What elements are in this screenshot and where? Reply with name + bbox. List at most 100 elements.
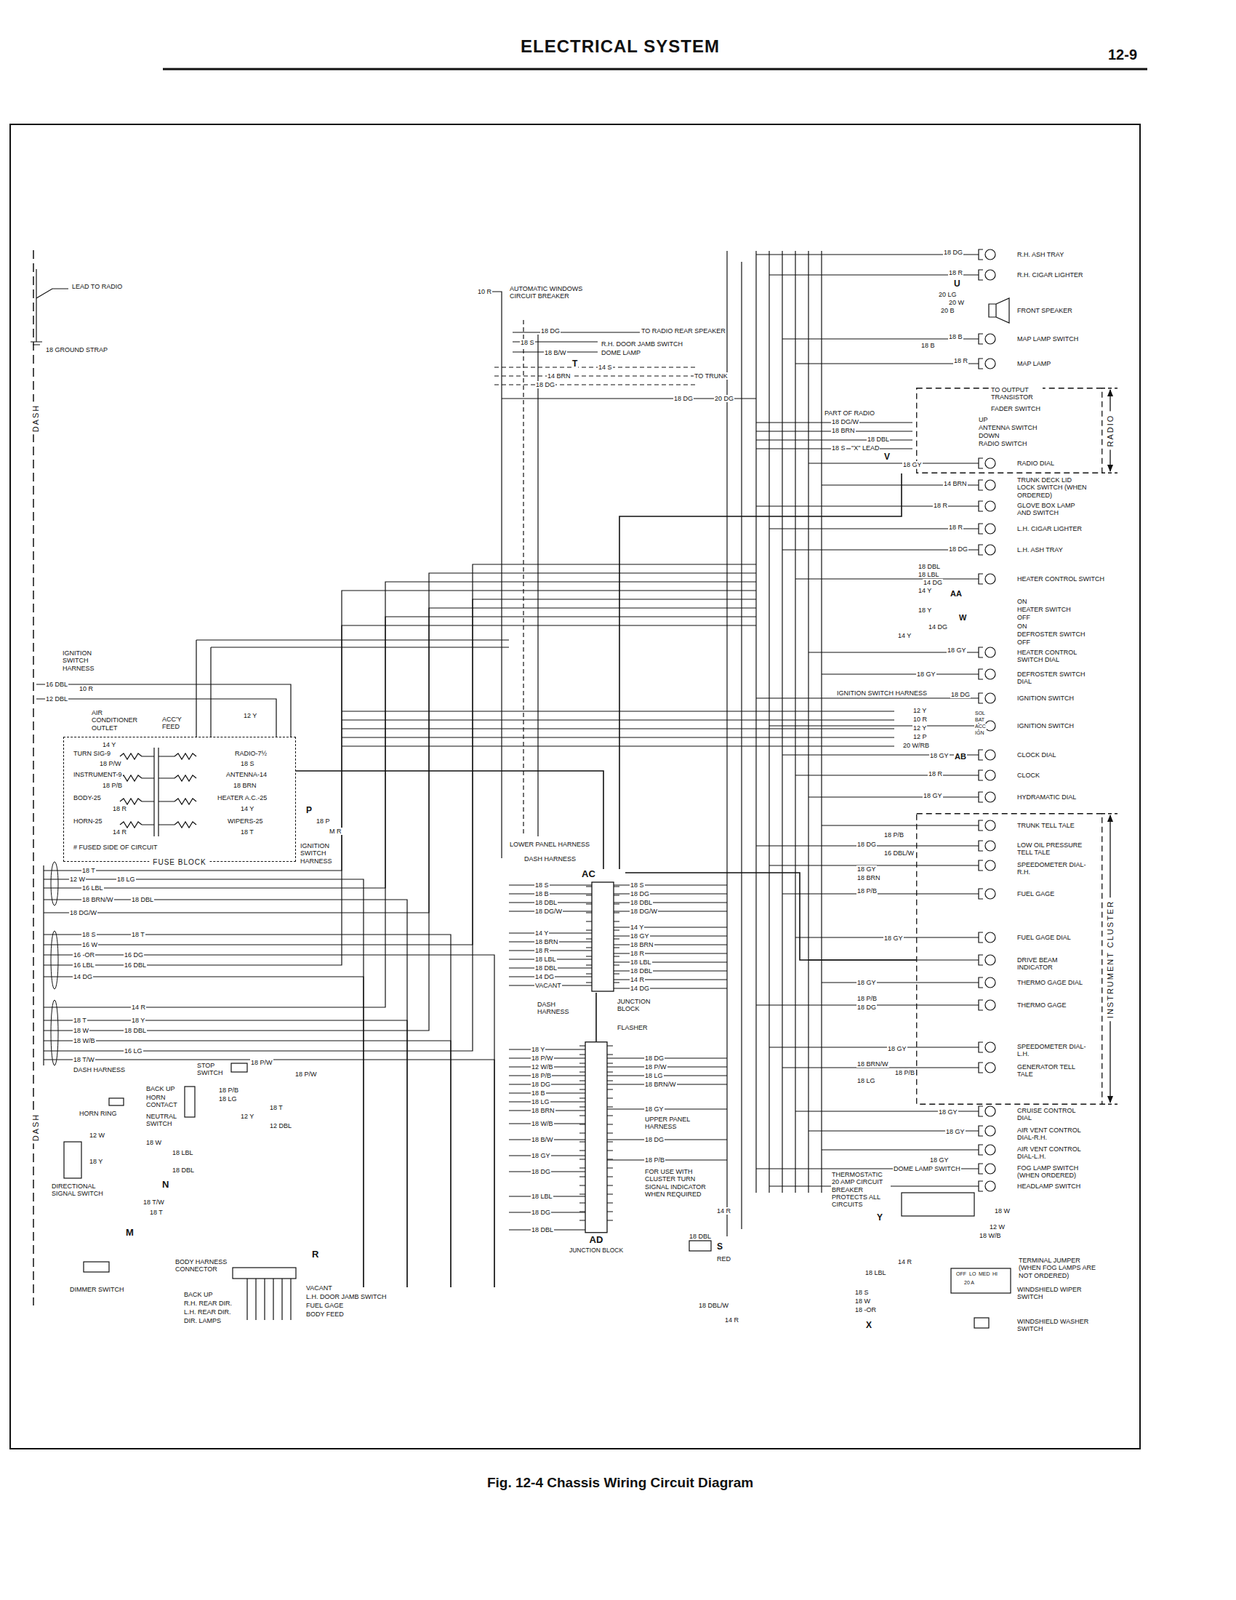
wire-label: 18 S <box>629 881 645 889</box>
lamp-symbol <box>985 820 996 831</box>
wire-label: 18 DG <box>644 1054 665 1062</box>
wire-label: 18 GY <box>629 932 650 940</box>
wire-line <box>768 250 770 1193</box>
wire-label: 14 Y <box>629 923 645 931</box>
lamp-symbol <box>985 1125 996 1136</box>
wire-label: 16 DBL <box>45 680 69 688</box>
wire-label: VACANT <box>534 981 563 989</box>
wire-label: DASH HARNESS <box>72 1065 126 1074</box>
wire-label: FOG LAMP SWITCH (WHEN ORDERED) <box>1016 1164 1091 1180</box>
wire-line <box>43 1020 408 1287</box>
junction-pin <box>586 903 620 905</box>
junction-pin <box>579 1176 613 1178</box>
wire-label: 18 T <box>130 930 146 938</box>
wire-label: DASH HARNESS <box>536 1000 575 1016</box>
wire-label: ON <box>1016 597 1029 605</box>
wire-label: 18 DG <box>535 380 556 389</box>
wire-label: 18 LG <box>530 1097 551 1106</box>
lamp-symbol <box>985 358 996 369</box>
lamp-socket <box>978 977 983 988</box>
wire-label: GENERATOR TELL TALE <box>1016 1062 1091 1079</box>
wire-line <box>43 976 364 1287</box>
wire-label: TO OUTPUT TRANSISTOR <box>990 386 1043 402</box>
junction-pin <box>586 973 620 975</box>
wire-label: 18 GY <box>887 1044 908 1053</box>
wire-label: RADIO SWITCH <box>977 439 1029 448</box>
lamp-symbol <box>985 544 996 555</box>
junction-pin <box>586 912 620 914</box>
lamp-socket <box>978 333 983 344</box>
junction-pin <box>579 1045 613 1047</box>
wire-label: 14 Y <box>897 631 912 640</box>
wire-label: 18 S <box>534 881 550 889</box>
horn-ring-symbol <box>109 1097 124 1106</box>
wire-label: HORN-25 <box>72 817 104 825</box>
wire-label: 18 DG <box>540 327 561 335</box>
wire-label: THERMOSTATIC 20 AMP CIRCUIT BREAKER PROT… <box>831 1170 891 1209</box>
wire-label: 14 R <box>629 975 645 983</box>
wire-label: L.H. DOOR JAMB SWITCH <box>305 1292 388 1300</box>
lamp-symbol <box>985 269 996 280</box>
bracket-arrow <box>1107 464 1114 472</box>
wire-label: 18 LBL <box>629 958 653 966</box>
wire-label: 18 P/B <box>644 1156 666 1164</box>
lamp-socket <box>978 1041 983 1053</box>
junction-block-body <box>591 881 614 991</box>
wire-line <box>607 1057 728 1058</box>
junction-pin <box>579 1193 613 1195</box>
wire-line <box>781 250 783 1193</box>
wire-label: 14 S <box>597 363 613 371</box>
wire-label: CLOCK <box>1016 771 1041 779</box>
wire-label: 18 P/W <box>530 1054 555 1062</box>
wire-label: 14 Y <box>239 804 255 813</box>
wire-label: 10 R <box>476 287 493 296</box>
wire-line <box>341 710 895 712</box>
wire-label: 18 LBL <box>171 1148 195 1157</box>
wire-label: 18 W <box>72 1026 90 1034</box>
wire-label: 18 P <box>315 817 331 825</box>
wire-label: 16 DBL/W <box>883 849 915 857</box>
wire-label: 18 DG/W <box>629 907 658 915</box>
lamp-symbol <box>985 500 996 512</box>
junction-block: AC <box>581 868 626 993</box>
wire-label: 20 B <box>940 306 956 315</box>
wire-label: 12 W <box>988 1222 1006 1231</box>
wire-label: DRIVE BEAM INDICATOR <box>1016 956 1091 972</box>
wire-label: 18 DBL <box>171 1166 195 1174</box>
wire-label: NEUTRAL SWITCH <box>145 1112 184 1128</box>
junction-block-body <box>585 1041 608 1233</box>
wire-label: JUNCTION BLOCK <box>616 997 658 1013</box>
lamp-symbol <box>985 840 996 851</box>
wire-label: 18 LBL <box>534 955 557 963</box>
lamp-symbol <box>985 668 996 680</box>
wire-label: ON <box>1016 622 1029 630</box>
block-title: JUNCTION BLOCK <box>567 1246 625 1255</box>
wire-line <box>821 673 979 674</box>
lamp-socket <box>978 1062 983 1073</box>
junction-pin <box>579 1185 613 1186</box>
wire-line <box>43 1059 495 1287</box>
wire-label: FLASHER <box>616 1023 649 1031</box>
wire-line <box>43 590 757 965</box>
wire-label: 12 P <box>912 732 928 741</box>
wire-label: 16 W <box>81 940 99 949</box>
wire-line <box>508 884 592 885</box>
junction-pin <box>586 921 620 922</box>
wire-label: ANTENNA-14 <box>225 770 268 778</box>
wire-label: 18 DG <box>856 840 877 848</box>
junction-pin <box>579 1097 613 1099</box>
wire-label: 14 R <box>724 1315 740 1324</box>
wire-label: 20 LG <box>937 290 958 299</box>
panel-label: DASH <box>31 1110 41 1144</box>
washer-switch-symbol <box>974 1317 989 1328</box>
wire-label: 18 DBL <box>866 435 890 443</box>
wire-label: 18 W/B <box>978 1231 1002 1239</box>
wire-label: AB <box>953 751 967 762</box>
wire-line <box>755 250 757 1193</box>
wire-label: 16 LBL <box>72 961 96 969</box>
wire-label: 18 DG <box>948 545 969 553</box>
wire-label: 16 DBL <box>123 961 147 969</box>
wire-line <box>769 1046 979 1047</box>
wire-label: W <box>958 612 967 623</box>
wire-label: 14 DG <box>922 578 943 587</box>
